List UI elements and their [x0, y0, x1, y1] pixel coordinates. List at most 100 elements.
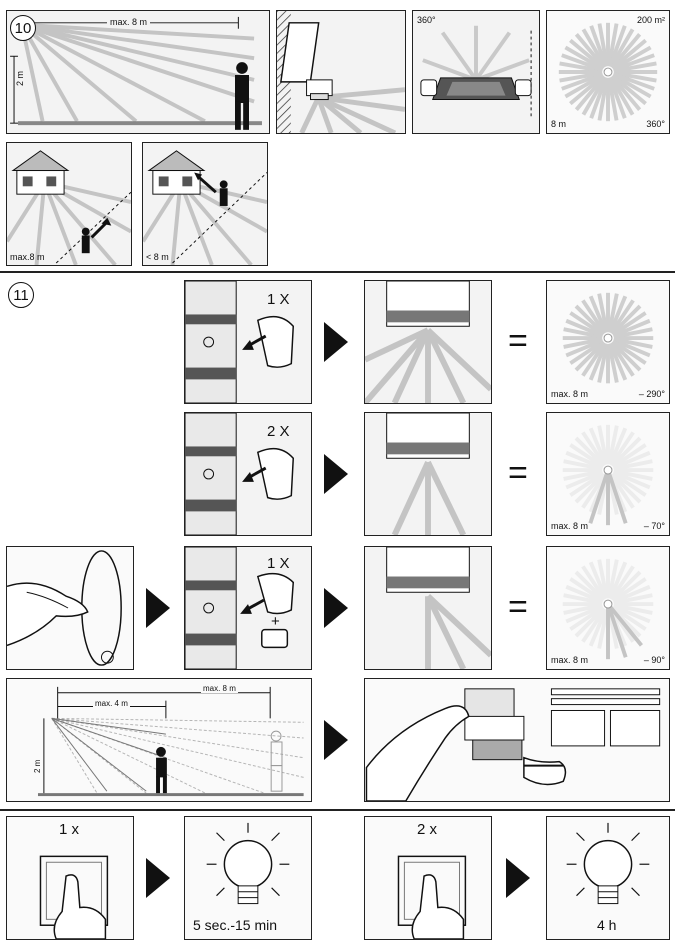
coverage-result-diagram-1	[562, 292, 654, 384]
range-height-label: 2 m	[33, 759, 42, 773]
cover-count-1: 1 X	[267, 291, 290, 308]
play-arrow-icon	[324, 588, 348, 628]
detection-ray	[611, 471, 647, 497]
detection-ray	[569, 605, 605, 631]
detection-ray	[613, 469, 653, 481]
house1-label: max.8 m	[10, 252, 45, 262]
press-twice-panel: 2 x	[364, 816, 492, 940]
detection-ray	[607, 343, 619, 383]
house-direction-panel-2: < 8 m	[142, 142, 268, 266]
detection-ray	[563, 459, 603, 471]
detection-ray	[611, 605, 647, 631]
detection-ray	[611, 38, 647, 70]
detection-ray	[565, 604, 604, 624]
detection-ray	[581, 299, 607, 335]
detection-ray	[574, 436, 606, 468]
coverage-area-panel: 200 m² 8 m 360°	[546, 10, 670, 134]
detection-ray	[561, 72, 604, 91]
sensor-beam-panel-3	[364, 546, 492, 670]
detection-ray	[609, 565, 635, 601]
detection-ray	[613, 337, 653, 349]
detection-ray	[588, 427, 608, 466]
sensor-beam-diagram-2	[386, 413, 470, 535]
coverage-result-diagram-2	[562, 424, 654, 526]
person-icon	[156, 746, 167, 794]
detection-ray	[612, 72, 655, 91]
result-range-3: max. 8 m	[551, 655, 589, 665]
coverage-result-panel-3: max. 8 m – 90°	[546, 546, 670, 670]
detection-ray	[574, 340, 606, 372]
detection-ray	[574, 606, 606, 638]
detection-ray	[609, 28, 635, 68]
lens-cover-panel-2: 2 X	[184, 412, 312, 536]
detection-ray	[609, 341, 635, 377]
detection-ray	[565, 584, 604, 604]
detection-ray	[581, 431, 607, 467]
house-direction-panel-1: max.8 m	[6, 142, 132, 266]
play-arrow-icon	[324, 720, 348, 760]
detection-ray	[569, 38, 605, 70]
detection-ray	[581, 473, 607, 509]
sensor-wall-panel	[276, 10, 406, 134]
detection-ray	[597, 23, 609, 67]
detection-ray	[588, 608, 608, 647]
detection-ray	[608, 295, 628, 334]
detection-ray	[565, 470, 604, 490]
sensor-icon	[185, 281, 295, 403]
detection-ray	[610, 570, 642, 602]
sensor-beam-panel-2	[364, 412, 492, 536]
detection-ray	[613, 71, 657, 83]
section-divider-1	[0, 271, 675, 273]
sensor-icon	[185, 547, 295, 669]
range-side-panel: 10 max. 8 m 2 m	[6, 10, 270, 134]
result-range-1: max. 8 m	[551, 389, 589, 399]
sensor-beam-diagram-1	[365, 281, 491, 403]
range-adjust-panel: max. 8 m max. 4 m 2 m	[6, 678, 312, 802]
lens-cover-panel-3: 1 X +	[184, 546, 312, 670]
detection-ray	[613, 603, 653, 615]
detection-ray	[608, 427, 628, 466]
detection-ray	[581, 565, 607, 601]
lens-cover-panel-1: 1 X	[184, 280, 312, 404]
section-divider-2	[0, 809, 675, 811]
detection-ray	[581, 607, 607, 643]
detection-ray	[569, 577, 605, 603]
detection-ray	[588, 561, 608, 600]
result2-label: 4 h	[597, 917, 617, 933]
sensor-360-panel: 360°	[412, 10, 540, 134]
detection-ray	[610, 472, 642, 504]
detection-ray	[581, 28, 607, 68]
detection-ray	[608, 76, 627, 119]
equals-sign-1: =	[508, 322, 528, 360]
detection-ray	[609, 76, 635, 116]
sensor-icon	[185, 413, 295, 535]
play-arrow-icon	[146, 858, 170, 898]
wall-switch-icon	[39, 855, 109, 939]
detection-ray	[581, 341, 607, 377]
area-range-label: 8 m	[551, 119, 567, 129]
detection-ray	[613, 459, 653, 471]
play-arrow-icon	[324, 454, 348, 494]
coverage-area-diagram	[558, 22, 658, 122]
detection-ray	[569, 443, 605, 469]
detection-ray	[607, 23, 619, 67]
outer-range-label: max. 8 m	[201, 684, 238, 693]
detection-ray	[610, 33, 642, 69]
step-number-10: 10	[10, 15, 36, 41]
equals-sign-3: =	[508, 588, 528, 626]
range-adjust-diagram	[37, 686, 304, 797]
detection-ray	[607, 293, 619, 333]
result-angle-3: – 90°	[643, 655, 665, 665]
detection-ray	[574, 75, 606, 111]
detection-ray	[597, 559, 609, 599]
range-side-diagram	[10, 16, 262, 126]
detection-ray	[597, 293, 609, 333]
detection-ray	[564, 73, 604, 99]
step-number-11: 11	[8, 282, 34, 308]
press1-label: 1 x	[59, 821, 80, 838]
detection-ray	[612, 45, 652, 71]
detection-ray	[612, 338, 651, 358]
detection-ray	[610, 340, 642, 372]
detection-ray	[559, 71, 603, 83]
detection-ray	[569, 311, 605, 337]
